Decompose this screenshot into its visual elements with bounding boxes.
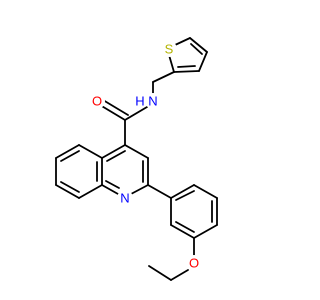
bond-ph-c5-c6 [170, 224, 195, 239]
bond-c5-c6-inner [60, 150, 80, 162]
bond-c2-phenyl [147, 184, 172, 199]
quinoline-nitrogen-label: N [120, 191, 129, 206]
bond-carbonyl-n [124, 106, 148, 121]
atom-hydrogen-amide: H [135, 94, 144, 109]
hydrogen-label: H [135, 94, 144, 109]
atom-oxygen-carbonyl: O [89, 93, 105, 109]
bond-c4a-c4 [101, 144, 126, 159]
bond-c4a-c4-inner [106, 150, 126, 162]
bond-n1-c8a [101, 184, 119, 195]
bond-n1-c8a-inner [105, 180, 120, 189]
atom-nitrogen-quinoline: N [117, 190, 133, 206]
bond-c-o-double-b [102, 99, 129, 116]
bond-ph-c4-c5 [193, 224, 218, 239]
bond-ph-c1-c2-inner [175, 190, 195, 201]
bond-ph-c1-c2 [170, 184, 195, 199]
molecule-structure: O N H S N O [55, 37, 218, 281]
bond-thio-c2-s [168, 54, 175, 73]
bond-ch2-ch3 [148, 265, 172, 281]
bond-thio-s-c5 [174, 37, 191, 46]
bond-c5-c6 [55, 144, 80, 159]
bond-thio-c4-c3 [198, 51, 208, 72]
bond-c7-c8 [55, 184, 80, 199]
atom-oxygen-ether: O [186, 255, 202, 271]
atom-sulfur-thiophene: S [161, 41, 177, 57]
bond-c4a-c5 [78, 144, 103, 159]
oxygen-label: O [92, 94, 102, 109]
sulfur-label: S [165, 42, 174, 57]
bond-ch2-thiophene [152, 71, 175, 83]
bond-c-o-double-a [99, 104, 126, 121]
bond-c8-c8a [78, 184, 103, 199]
bond-thio-c5-c4-inner [190, 43, 203, 55]
bond-ph-c2-c3 [193, 184, 218, 199]
atom-labels: O N H S N O [89, 41, 202, 271]
ether-oxygen-label: O [189, 256, 199, 271]
bond-c4-c3 [124, 144, 149, 159]
bond-thio-c3-c2 [173, 70, 200, 73]
bonds [55, 37, 218, 281]
bond-c2-n1 [130, 184, 149, 195]
bond-thio-c5-c4 [189, 37, 208, 53]
bond-thio-c3-c2-inner [177, 65, 196, 68]
bond-ph-c5-c6-inner [175, 221, 195, 233]
bond-c7-c8-inner [60, 181, 80, 193]
bond-o-ch2 [170, 269, 189, 281]
nitrogen-label: N [148, 94, 157, 109]
atom-nitrogen-amide: N [145, 93, 161, 109]
